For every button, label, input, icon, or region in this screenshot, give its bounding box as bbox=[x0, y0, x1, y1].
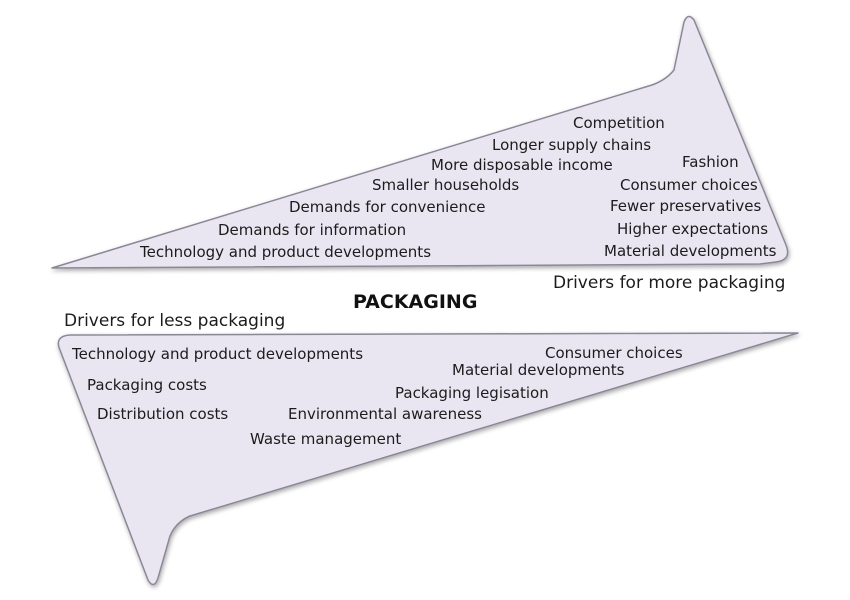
less-packaging-heading: Drivers for less packaging bbox=[64, 311, 285, 331]
more-driver-item: Smaller households bbox=[372, 176, 519, 194]
more-driver-item: Demands for information bbox=[218, 221, 406, 239]
more-driver-item: More disposable income bbox=[431, 156, 613, 174]
more-driver-item: Competition bbox=[573, 114, 665, 132]
less-driver-item: Environmental awareness bbox=[288, 405, 482, 423]
more-driver-item: Material developments bbox=[604, 242, 777, 260]
less-driver-item: Packaging costs bbox=[87, 376, 207, 394]
less-driver-item: Packaging legisation bbox=[395, 384, 549, 402]
less-driver-item: Technology and product developments bbox=[71, 345, 363, 363]
less-driver-item: Consumer choices bbox=[545, 344, 683, 362]
less-driver-item: Distribution costs bbox=[97, 405, 228, 423]
more-packaging-heading: Drivers for more packaging bbox=[553, 273, 785, 293]
more-driver-item: Longer supply chains bbox=[492, 136, 651, 154]
more-driver-item: Demands for convenience bbox=[289, 198, 486, 216]
less-driver-item: Material developments bbox=[452, 361, 625, 379]
more-driver-item: Higher expectations bbox=[617, 220, 768, 238]
less-packaging-arrow bbox=[57, 332, 799, 586]
more-packaging-arrow bbox=[51, 15, 789, 269]
less-driver-item: Waste management bbox=[250, 430, 401, 448]
more-driver-item: Fashion bbox=[682, 153, 739, 171]
more-driver-item: Technology and product developments bbox=[139, 243, 431, 261]
diagram-title: PACKAGING bbox=[353, 291, 477, 313]
more-driver-item: Fewer preservatives bbox=[610, 197, 761, 215]
more-driver-item: Consumer choices bbox=[620, 176, 758, 194]
